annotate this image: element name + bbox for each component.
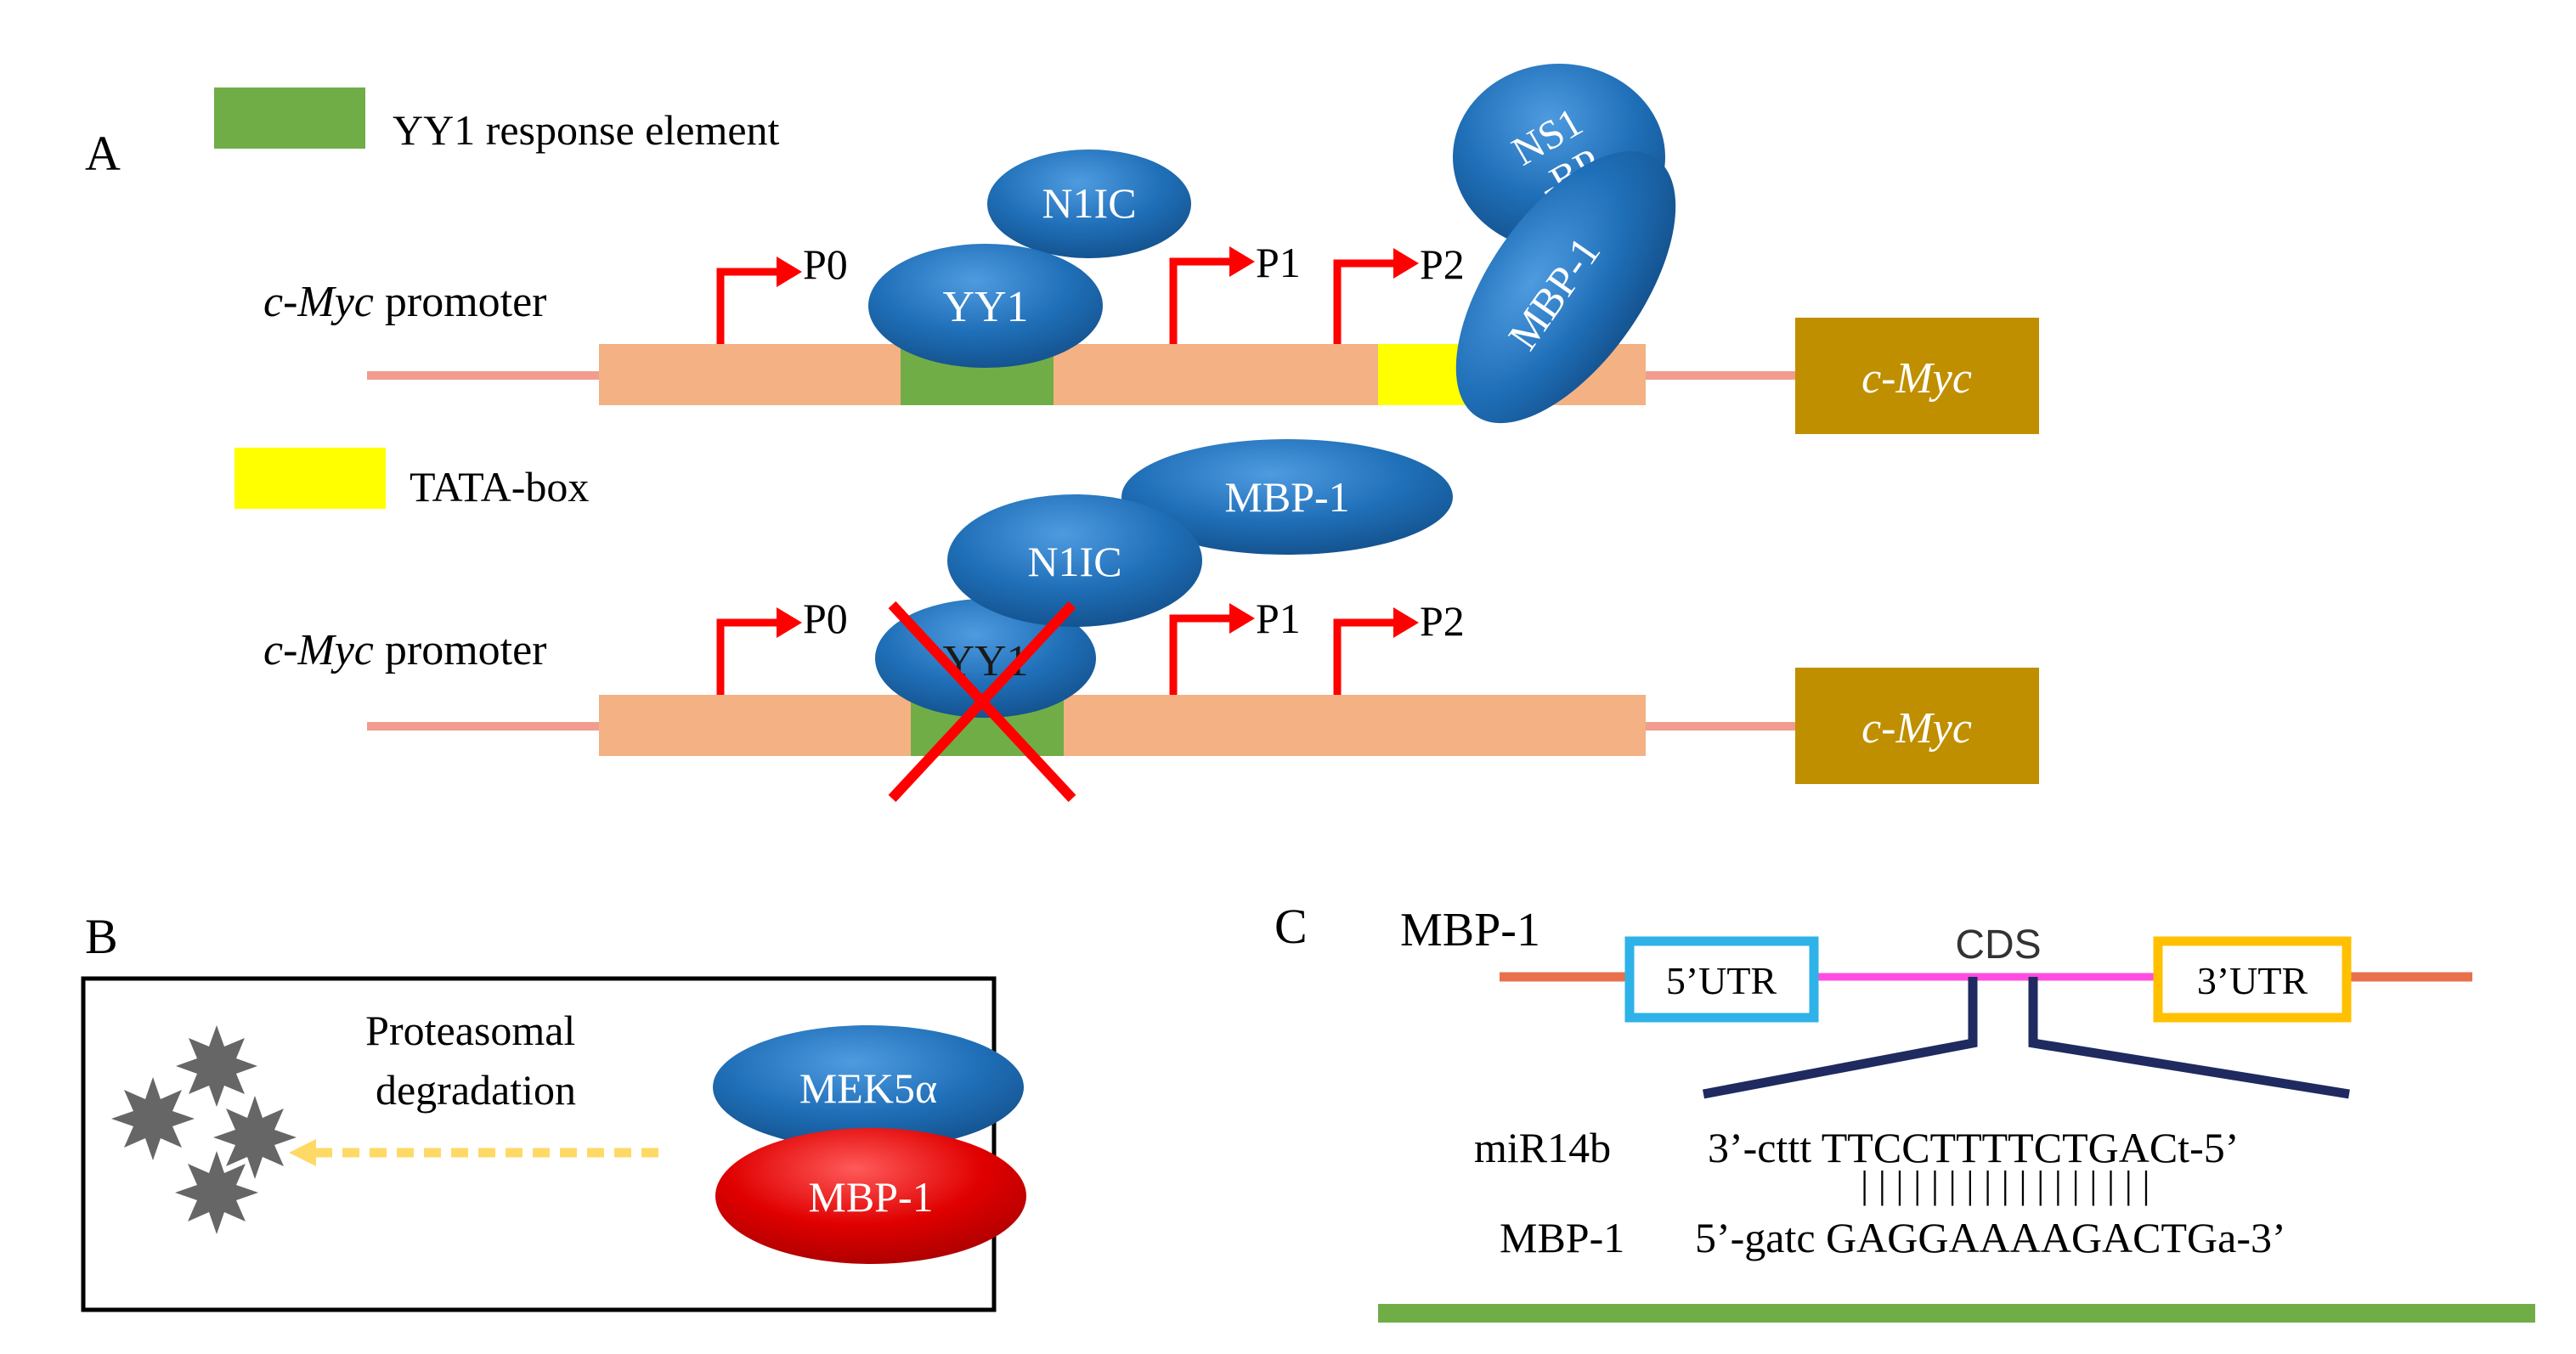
top-p0-arrow xyxy=(716,257,802,344)
green-underline-bar xyxy=(1378,1304,2535,1323)
mek5a-protein: MEK5α xyxy=(713,1025,1024,1149)
top-mbp1-protein: MBP-1 xyxy=(1455,150,1676,424)
svg-text:MBP-1: MBP-1 xyxy=(808,1173,933,1221)
top-yy1-protein: YY1 xyxy=(868,244,1103,368)
bottom-gene-label: c-Myc xyxy=(1861,704,1972,753)
panel-label-c: C xyxy=(1274,899,1308,954)
svg-text:N1IC: N1IC xyxy=(1042,179,1136,227)
top-gene-box xyxy=(1795,318,2039,434)
top-gene-label: c-Myc xyxy=(1861,354,1972,403)
top-p2-label: P2 xyxy=(1420,240,1465,288)
panel-b-mbp1-protein: MBP-1 xyxy=(715,1128,1026,1264)
legend-yy1-label: YY1 response element xyxy=(393,106,780,154)
proteasome-icon xyxy=(111,1025,297,1234)
inhibition-cross-icon xyxy=(888,601,1076,803)
panel-c-gene-label: MBP-1 xyxy=(1400,904,1540,956)
degradation-label: Proteasomal degradation xyxy=(365,1007,586,1114)
utr3-box xyxy=(2153,936,2352,1023)
panel-label-a: A xyxy=(85,126,121,181)
legend-yy1-swatch xyxy=(214,87,365,149)
degradation-arrow xyxy=(289,1139,658,1166)
legend-tata-label: TATA-box xyxy=(410,463,589,511)
top-promoter-label: c-Myc promoter xyxy=(263,278,546,326)
bottom-promoter-label: c-Myc promoter xyxy=(263,626,546,674)
svg-text:MEK5α: MEK5α xyxy=(799,1064,937,1112)
legend-tata-swatch xyxy=(234,448,386,509)
bottom-promoter-body xyxy=(599,695,1646,756)
bottom-p1-arrow xyxy=(1169,603,1255,695)
svg-text:N1IC: N1IC xyxy=(1027,538,1121,585)
bottom-p0-arrow xyxy=(716,607,802,695)
utr5-box xyxy=(1624,936,1819,1023)
top-p2-arrow xyxy=(1333,248,1419,344)
binding-site-zoom-lines xyxy=(1702,977,2350,1099)
panel-label-b: B xyxy=(85,909,118,964)
top-p1-label: P1 xyxy=(1256,239,1301,286)
utr5-label: 5’UTR xyxy=(1666,959,1777,1002)
svg-text:YY1: YY1 xyxy=(942,283,1028,331)
base-pairing-ticks: | | | | | | | | | | | | | | | | | xyxy=(1861,1163,2150,1206)
bottom-gene-box xyxy=(1795,668,2039,784)
mirna-sequence: 3’-cttt TTCCTTTTCTGACt-5’ xyxy=(1708,1124,2239,1171)
bottom-p2-label: P2 xyxy=(1420,597,1465,645)
top-n1ic-protein: N1IC xyxy=(987,150,1191,258)
utr3-label: 3’UTR xyxy=(2197,959,2308,1002)
cds-label: CDS xyxy=(1955,922,2041,968)
bottom-p2-arrow xyxy=(1333,607,1419,695)
bottom-n1ic-protein: N1IC xyxy=(947,494,1202,627)
mrna-label: MBP-1 xyxy=(1500,1214,1624,1261)
bottom-mbp1-protein: MBP-1 xyxy=(1121,439,1453,555)
svg-text:MBP-1: MBP-1 xyxy=(1224,473,1349,521)
mrna-sequence: 5’-gatc GAGGAAAAGACTGa-3’ xyxy=(1695,1214,2286,1261)
top-p1-arrow xyxy=(1169,246,1255,344)
mirna-label: miR14b xyxy=(1474,1124,1611,1171)
top-p0-label: P0 xyxy=(803,240,848,288)
bottom-p1-label: P1 xyxy=(1256,595,1301,642)
bottom-p0-label: P0 xyxy=(803,595,848,642)
